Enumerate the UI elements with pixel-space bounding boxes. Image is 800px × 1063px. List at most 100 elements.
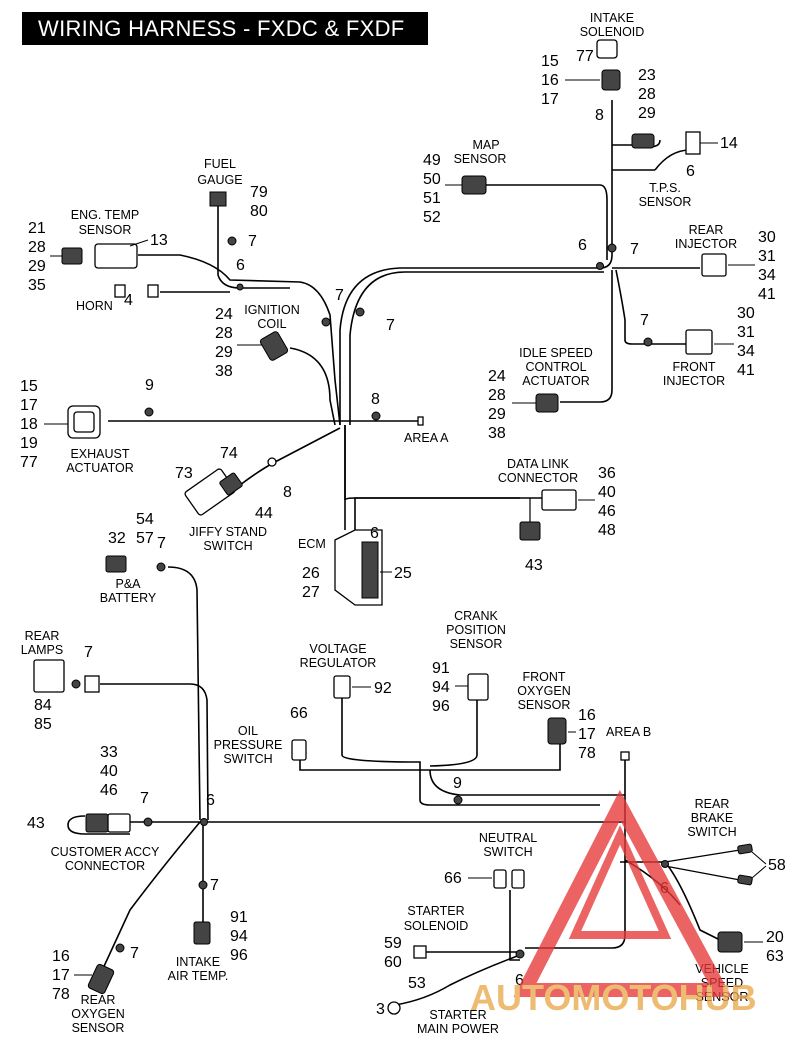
callout-41: 41 xyxy=(737,362,755,379)
area-a: AREA A 8 xyxy=(371,391,449,445)
ecm: ECM 6 25 26 27 xyxy=(298,525,412,606)
callout-19: 19 xyxy=(20,435,38,452)
idle-speed-connector xyxy=(535,393,559,413)
intake-solenoid-connector xyxy=(601,69,621,91)
callout-7: 7 xyxy=(130,945,139,962)
callout-38: 38 xyxy=(488,425,506,442)
callout-74: 74 xyxy=(220,445,238,462)
clip-icon xyxy=(198,880,208,890)
intake-air-temp: INTAKE AIR TEMP. 7 91 94 96 xyxy=(168,877,248,983)
voltage-regulator: VOLTAGE REGULATOR 92 xyxy=(300,642,392,699)
callout-30: 30 xyxy=(737,305,755,322)
callout-26: 26 xyxy=(302,565,320,582)
callout-66: 66 xyxy=(290,705,308,722)
callout-91: 91 xyxy=(432,660,450,677)
callout-6: 6 xyxy=(370,525,379,542)
watermark-triangle-icon xyxy=(513,789,732,997)
area-b-label: AREA B xyxy=(606,725,651,739)
callout-21: 21 xyxy=(28,220,46,237)
callout-7: 7 xyxy=(157,535,166,552)
clip-icon xyxy=(143,817,153,827)
front-o2-label2: OXYGEN xyxy=(517,684,571,698)
starter-main-label2: MAIN POWER xyxy=(417,1022,499,1036)
front-o2-label1: FRONT xyxy=(522,670,565,684)
callout-13: 13 xyxy=(150,232,168,249)
callout-49: 49 xyxy=(423,152,441,169)
tps-sensor: T.P.S. SENSOR xyxy=(639,181,692,209)
oil-pressure-label2: PRESSURE xyxy=(214,738,283,752)
rear-lamps-label1: REAR xyxy=(25,629,60,643)
rear-lamps-body xyxy=(33,659,65,693)
callout-8: 8 xyxy=(283,484,292,501)
eng-temp-label2: SENSOR xyxy=(79,223,132,237)
junction-icon xyxy=(596,262,604,270)
area-b-end xyxy=(620,751,630,761)
callout-44: 44 xyxy=(255,505,273,522)
tps-label2: SENSOR xyxy=(639,195,692,209)
intake-air-label2: AIR TEMP. xyxy=(168,969,229,983)
ecm-label: ECM xyxy=(298,537,326,551)
ignition-coil-connector xyxy=(259,331,289,361)
callout-96: 96 xyxy=(230,947,248,964)
callout-36: 36 xyxy=(598,465,616,482)
rear-o2-label1: REAR xyxy=(81,993,116,1007)
crank-label2: POSITION xyxy=(446,623,506,637)
rear-lamps-label2: LAMPS xyxy=(21,643,63,657)
callout-14: 14 xyxy=(720,135,738,152)
data-link-label1: DATA LINK xyxy=(507,457,570,471)
intake-solenoid-label2: SOLENOID xyxy=(580,25,645,39)
callout-58: 58 xyxy=(768,857,786,874)
oil-pressure-label3: SWITCH xyxy=(223,752,272,766)
callout-24: 24 xyxy=(215,306,233,323)
callout-7: 7 xyxy=(140,790,149,807)
crank-sensor-body xyxy=(467,673,489,701)
map-label1: MAP xyxy=(472,138,499,152)
callout-80: 80 xyxy=(250,203,268,220)
oil-pressure-body xyxy=(291,739,307,761)
pa-battery-label2: BATTERY xyxy=(100,591,157,605)
callout-28: 28 xyxy=(488,387,506,404)
fuel-gauge-label2: GAUGE xyxy=(197,173,242,187)
callout-15: 15 xyxy=(541,53,559,70)
callout-34: 34 xyxy=(737,343,755,360)
mid-clips: 7 7 6 7 xyxy=(321,237,639,334)
callout-17: 17 xyxy=(52,967,70,984)
jiffy-label2: SWITCH xyxy=(203,539,252,553)
rear-lamps-connector xyxy=(84,675,100,693)
callout-4: 4 xyxy=(124,292,133,309)
callout-85: 85 xyxy=(34,716,52,733)
callout-6: 6 xyxy=(578,237,587,254)
callout-35: 35 xyxy=(28,277,46,294)
front-injector-label2: INJECTOR xyxy=(663,374,725,388)
voltage-regulator-body xyxy=(333,675,351,699)
callout-29: 29 xyxy=(488,406,506,423)
callout-63: 63 xyxy=(766,948,784,965)
ignition-coil-label1: IGNITION xyxy=(244,303,300,317)
callout-41: 41 xyxy=(758,286,776,303)
rear-o2-connector xyxy=(87,963,115,995)
callout-27: 27 xyxy=(302,584,320,601)
callout-7: 7 xyxy=(630,241,639,258)
callout-78: 78 xyxy=(52,986,70,1003)
callout-7: 7 xyxy=(84,644,93,661)
callout-43: 43 xyxy=(27,815,45,832)
rear-brake-label1: REAR xyxy=(695,797,730,811)
starter-main-label1: STARTER xyxy=(429,1008,486,1022)
clip-icon xyxy=(227,236,237,246)
oil-pressure-label1: OIL xyxy=(238,724,258,738)
tps-label1: T.P.S. xyxy=(649,181,681,195)
intake-solenoid-label1: INTAKE xyxy=(590,11,634,25)
neutral-switch-a xyxy=(493,869,507,889)
clip-icon xyxy=(321,317,331,327)
callout-8: 8 xyxy=(595,107,604,124)
customer-accy-label1: CUSTOMER ACCY xyxy=(51,845,160,859)
callout-24: 24 xyxy=(488,368,506,385)
neutral-switch: NEUTRAL SWITCH 66 xyxy=(444,831,537,889)
front-injector-body xyxy=(685,329,713,355)
map-label2: SENSOR xyxy=(454,152,507,166)
intake-solenoid-body xyxy=(596,39,618,59)
horn-label: HORN xyxy=(76,299,113,313)
voltage-reg-label2: REGULATOR xyxy=(300,656,377,670)
rear-lamps: REAR LAMPS 7 84 85 xyxy=(21,629,100,733)
